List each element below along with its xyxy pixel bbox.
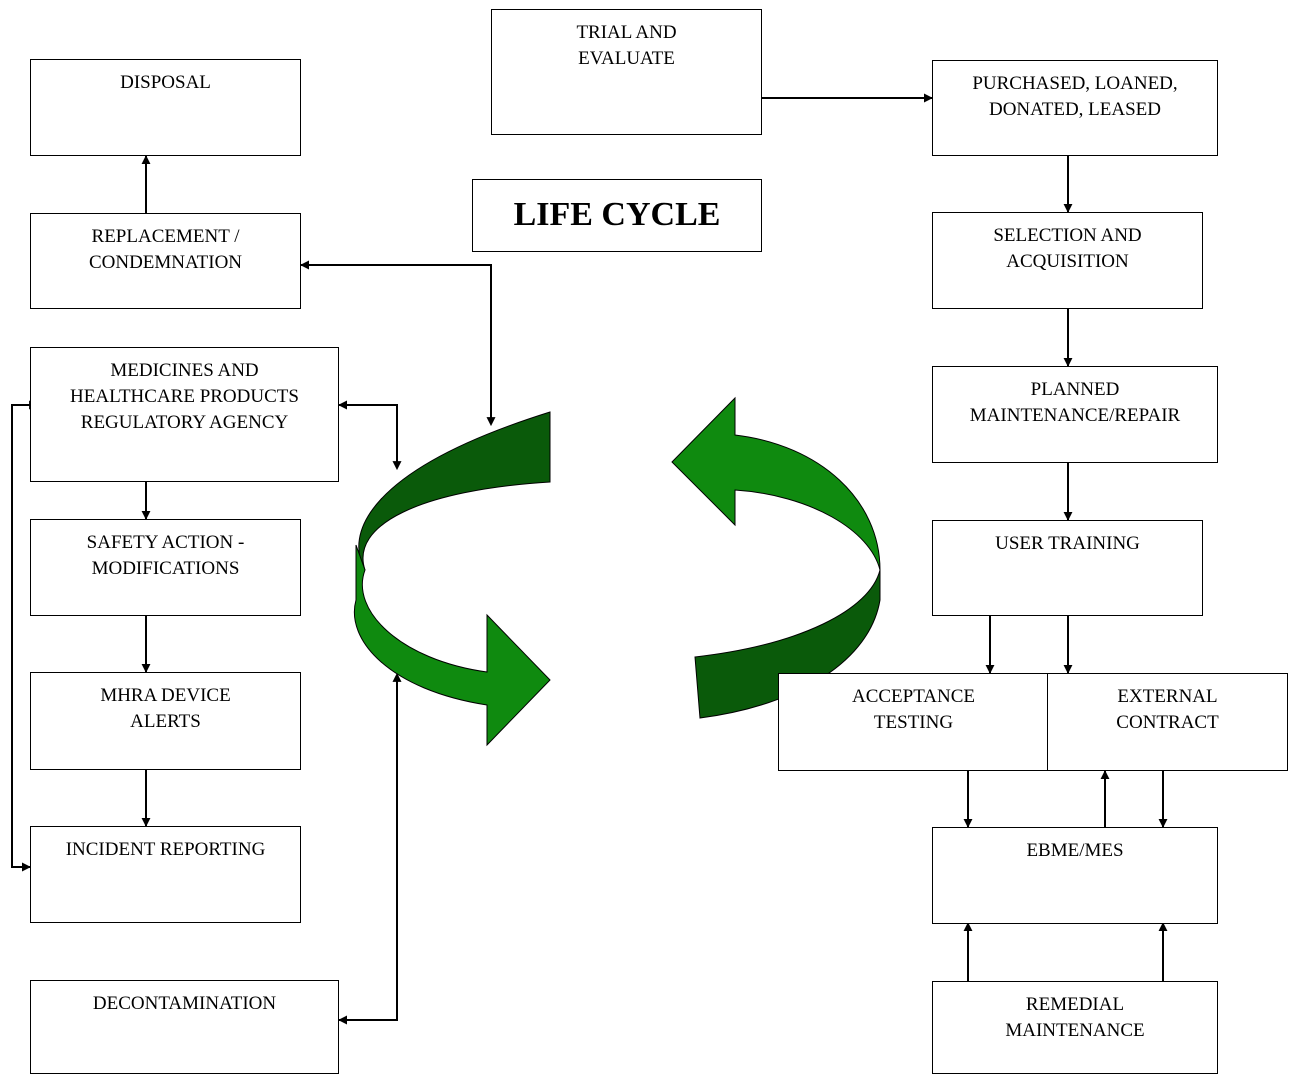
box-user-training: USER TRAINING [932, 520, 1203, 616]
box-replacement-condemnation: REPLACEMENT / CONDEMNATION [30, 213, 301, 309]
box-purchased-loaned: PURCHASED, LOANED, DONATED, LEASED [932, 60, 1218, 156]
box-planned-maintenance: PLANNED MAINTENANCE/REPAIR [932, 366, 1218, 463]
diagram-title: LIFE CYCLE [472, 179, 762, 252]
arrow-cycle-replacement [300, 260, 496, 427]
arrow-cycle-decontamination [338, 672, 402, 1025]
box-acceptance-testing: ACCEPTANCE TESTING [778, 673, 1049, 771]
box-incident-reporting: INCIDENT REPORTING [30, 826, 301, 923]
box-ebme-mes: EBME/MES [932, 827, 1218, 924]
box-remedial-maintenance: REMEDIAL MAINTENANCE [932, 981, 1218, 1074]
curved-cycle-arrow-left-icon [354, 411, 551, 747]
box-disposal: DISPOSAL [30, 59, 301, 156]
box-mhra-device-alerts: MHRA DEVICE ALERTS [30, 672, 301, 770]
curved-cycle-arrow-right-icon [671, 396, 881, 719]
arrow-cycle-mhra-agency [338, 400, 402, 471]
arrow-agency-incident-loop [11, 400, 39, 872]
box-trial-and-evaluate: TRIAL AND EVALUATE [491, 9, 762, 135]
box-external-contract: EXTERNAL CONTRACT [1047, 673, 1288, 771]
box-decontamination: DECONTAMINATION [30, 980, 339, 1074]
connector-lines [11, 93, 1168, 1025]
box-mhra-agency: MEDICINES AND HEALTHCARE PRODUCTS REGULA… [30, 347, 339, 482]
box-safety-action: SAFETY ACTION - MODIFICATIONS [30, 519, 301, 616]
box-selection-acquisition: SELECTION AND ACQUISITION [932, 212, 1203, 309]
